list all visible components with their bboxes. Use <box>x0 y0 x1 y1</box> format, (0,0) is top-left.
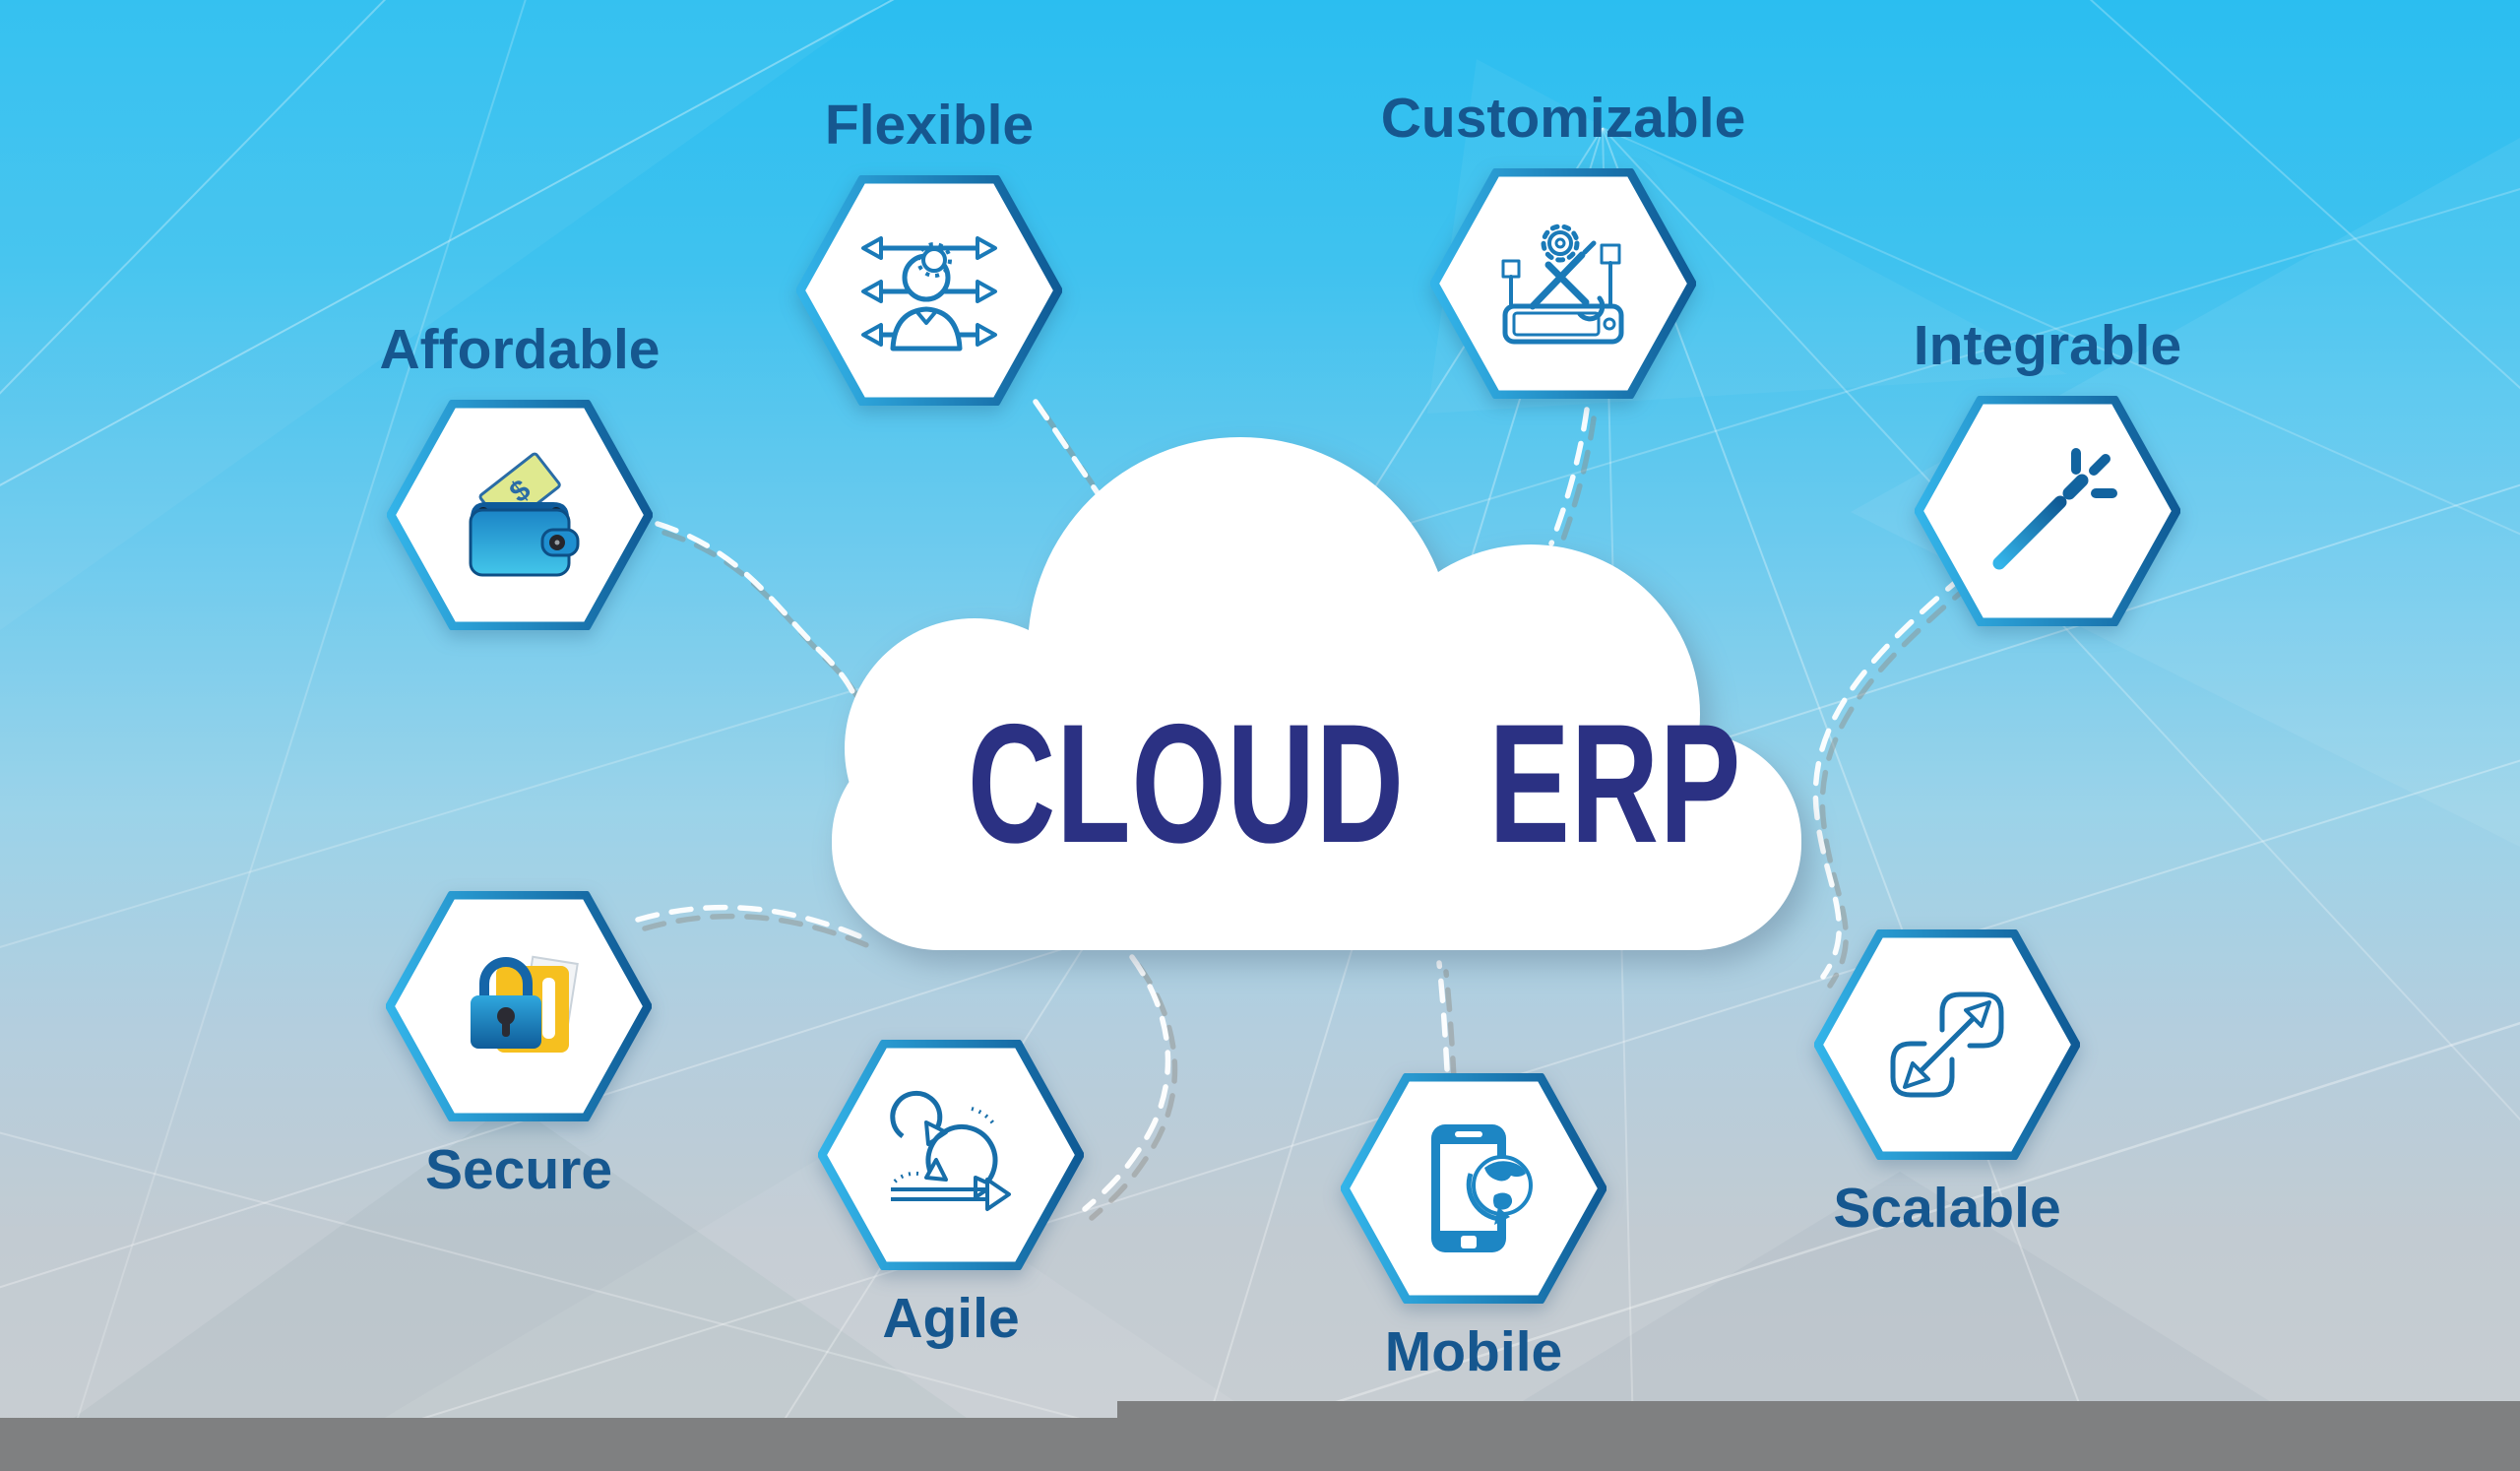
smartphone-globe-icon <box>1431 1124 1533 1252</box>
hexagon <box>796 175 1062 406</box>
page-title: CLOUD ERP <box>967 689 1742 878</box>
feature-label: Customizable <box>1380 87 1746 150</box>
bottom-bar-left <box>0 1418 1117 1471</box>
connector-integrable-scalable <box>1812 573 1973 989</box>
feature-label: Integrable <box>1913 314 2182 377</box>
bottom-bar-right <box>1117 1401 2520 1471</box>
hexagon <box>386 891 652 1121</box>
feature-label: Affordable <box>379 318 661 381</box>
feature-label: Mobile <box>1384 1320 1563 1383</box>
magic-wand-icon <box>1992 448 2117 570</box>
connector-cloud-agile <box>1082 954 1178 1221</box>
feature-agile: Agile <box>818 1040 1084 1350</box>
feature-label: Flexible <box>824 94 1035 157</box>
feature-secure: Secure <box>386 891 652 1201</box>
hexagon <box>818 1040 1084 1270</box>
feature-flexible: Flexible <box>796 94 1062 406</box>
cloud-erp-cloud: CLOUD ERP <box>807 423 1831 975</box>
feature-label: Secure <box>424 1138 613 1201</box>
scrum-loop-arrows-icon <box>890 1090 1011 1211</box>
feature-customizable: Customizable <box>1381 87 1745 399</box>
feature-mobile: Mobile <box>1341 1073 1606 1383</box>
expand-arrows-icon <box>1890 991 2004 1098</box>
hexagon <box>1341 1073 1606 1304</box>
feature-label: Agile <box>882 1287 1020 1350</box>
cloud-shape <box>832 437 1801 950</box>
feature-scalable: Scalable <box>1814 929 2080 1240</box>
hexagon <box>1430 168 1696 399</box>
connector-secure-cloud <box>635 904 872 949</box>
feature-affordable: Affordable $ <box>380 318 661 630</box>
wallet-money-icon: $ <box>469 452 580 577</box>
hexagon <box>1915 396 2180 626</box>
feature-integrable: Integrable <box>1914 314 2181 626</box>
padlock-folder-icon <box>471 955 579 1053</box>
hexagon <box>1814 929 2080 1160</box>
connector-customizable-cloud <box>1548 407 1597 555</box>
feature-label: Scalable <box>1833 1177 2061 1240</box>
person-bidirectional-arrows-icon <box>861 236 997 352</box>
connector-mobile-cloud <box>1436 960 1457 1081</box>
tablet-tools-gear-icon <box>1501 224 1624 345</box>
hexagon: $ <box>387 400 653 630</box>
